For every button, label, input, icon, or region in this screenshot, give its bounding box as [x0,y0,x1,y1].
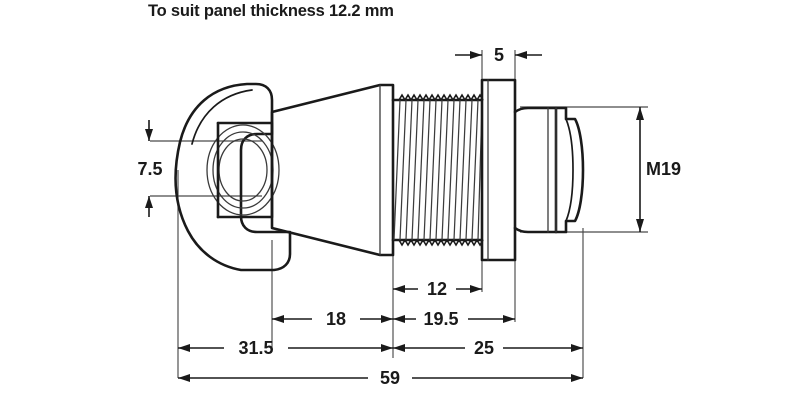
dim-label-thread-length: 12 [427,279,447,299]
dim-arrow-up-m19 [636,107,644,120]
dimension-flange-to-head: 19.5 [393,309,515,329]
thread-crest-bottom [398,238,484,247]
dim-arrow-down-m19 [636,219,644,232]
dimension-cam-to-flange: 18 [272,309,393,329]
hex-flange [480,78,517,262]
dim-label-cam-to-flange: 18 [326,309,346,329]
dim-arrow-12-left [393,285,405,293]
thread-crest-top [398,93,484,102]
dim-arrow-59-left [178,374,190,382]
dim-arrow-315-left [178,344,190,352]
dim-arrow-195-left [393,315,405,323]
lock-head-cap [513,106,585,234]
page-title: To suit panel thickness 12.2 mm [148,2,394,20]
cam-hook [174,82,292,272]
dim-label-flange-to-head: 19.5 [423,309,458,329]
dim-arrow-25-right [571,344,583,352]
dimension-cam-offset: 7.5 [137,120,163,217]
dim-label-cam-assembly: 31.5 [238,338,273,358]
thread-flanks [393,99,483,241]
dim-label-overall-length: 59 [380,368,400,388]
dim-arrow-down [145,129,153,141]
boss-ring-inner [218,138,268,202]
dimension-thread-major: M19 [636,107,681,232]
dim-arrow-12-right [470,285,482,293]
dim-arrow-315-right [381,344,393,352]
dim-label-cam-offset: 7.5 [137,159,162,179]
dim-arrow-right [470,51,482,59]
dimension-cam-assembly: 31.5 [178,338,393,358]
dim-arrow-59-right [571,374,583,382]
dim-arrow-195-right [503,315,515,323]
dim-arrow-18-right [381,315,393,323]
dim-label-thread-major: M19 [646,159,681,179]
dim-arrow-25-left [393,344,405,352]
dim-arrow-18-left [272,315,284,323]
dimension-thread-length: 12 [393,279,482,299]
dim-label-head-assembly: 25 [474,338,494,358]
boss-ring-outer [206,124,280,216]
dim-arrow-left [515,51,527,59]
dim-arrow-up [145,196,153,208]
threaded-shank [391,93,484,247]
tapered-body [270,83,395,257]
dim-label-flange-width: 5 [494,45,504,65]
dimension-head-assembly: 25 [393,338,583,358]
dimension-flange-width: 5 [455,45,542,65]
dimension-overall-length: 59 [178,368,583,388]
